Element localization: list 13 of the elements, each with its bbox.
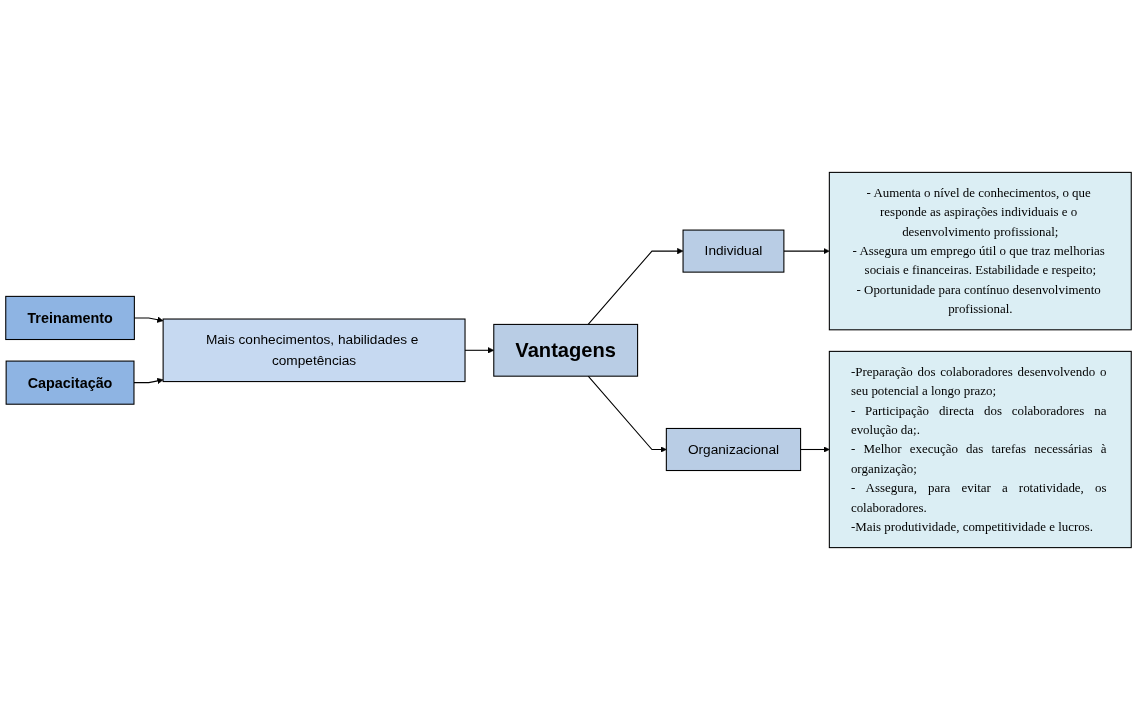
arrow — [133, 377, 164, 385]
node-box: Mais conhecimentos, habilidades e competências — [162, 318, 466, 383]
arrow — [587, 375, 667, 453]
node-box: Capacitação — [5, 360, 135, 405]
arrow — [800, 446, 830, 453]
node-box: Vantagens — [493, 323, 639, 377]
node-box: Individual — [682, 229, 785, 273]
arrow — [783, 247, 830, 255]
node-box: Organizacional — [665, 427, 802, 472]
node-box: -Preparação dos colaboradores desenvolvendo o seu potencial a longo prazo; - Participação directa dos colaboradores na evolução da;. - Melhor execução das tarefas necessárias à organização; - Assegura, para evitar a rotatividade, os colaboradores. -Mais produtividade, competitividade e lucros. — [828, 350, 1132, 549]
node-box: Treinamento — [5, 295, 135, 341]
arrow — [587, 247, 684, 325]
node-box: - Aumenta o nível de conhecimentos, o que responde as aspirações individuais e o desenvolvimento profissional; - Assegura um emprego útil o que traz melhorias sociais e financeiras. Estabilidade e respeito; - Oportunidade para contínuo desenvolvimento profissional. — [828, 171, 1132, 331]
